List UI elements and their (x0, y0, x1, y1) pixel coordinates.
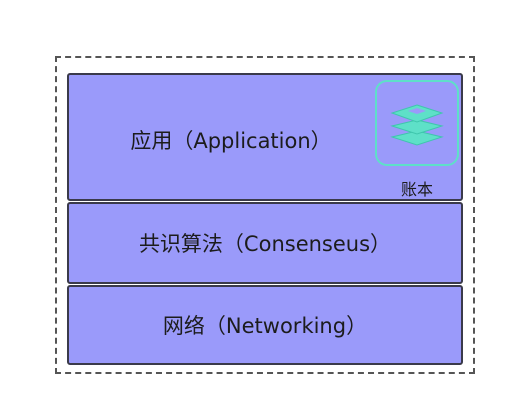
networking-layer-label: 网络（Networking） (162, 314, 368, 338)
networking-layer: 网络（Networking） (67, 285, 463, 365)
application-layer-label: 应用（Application） (130, 129, 332, 153)
system-boundary-frame (55, 56, 475, 374)
consensus-layer: 共识算法（Consenseus） (67, 202, 463, 284)
consensus-layer-label: 共识算法（Consenseus） (138, 232, 392, 256)
ledger-icon-frame (375, 80, 459, 166)
ledger-label: 账本 (400, 180, 433, 199)
ledger-stack-icon (390, 104, 444, 146)
